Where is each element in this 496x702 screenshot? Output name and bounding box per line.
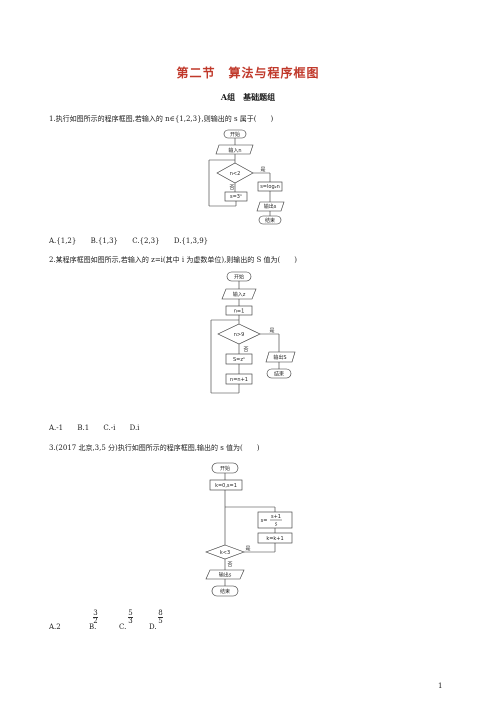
flow-output-label: 输出s xyxy=(219,572,232,579)
option-b: B.1 xyxy=(77,424,90,432)
flow-start-label: 开始 xyxy=(220,465,230,472)
flow-decision-label: n<2 xyxy=(230,171,241,177)
question-3-option-a: A.2 xyxy=(49,623,61,631)
question-3-option-d-fraction: 8 5 xyxy=(158,610,163,625)
flow-output-label: 输出s xyxy=(264,203,277,210)
flow-start-label: 开始 xyxy=(234,274,244,281)
fraction-denominator: 5 xyxy=(158,617,163,625)
flow-incr-label: k=k+1 xyxy=(266,536,283,542)
page-title: 第二节 算法与程序框图 xyxy=(176,66,320,80)
flow-input-label: 输入z xyxy=(233,291,246,298)
flow-init-label: n=1 xyxy=(234,309,245,315)
question-2-options: A.-1 B.1 C.-i D.i xyxy=(49,424,151,432)
option-d: D.{1,3,9} xyxy=(173,237,209,245)
flow-end xyxy=(258,215,282,225)
fraction-denominator: 3 xyxy=(128,617,133,625)
question-3-option-d: D. xyxy=(149,623,157,631)
page-number: 1 xyxy=(438,682,443,690)
flow-end xyxy=(211,585,239,597)
flow-no-label: 否 xyxy=(227,562,232,568)
section-subtitle: A组 基础题组 xyxy=(220,92,276,102)
question-3-option-c-fraction: 5 3 xyxy=(128,610,133,625)
option-c: C.-i xyxy=(103,424,116,432)
fraction-numerator: 3 xyxy=(93,609,98,617)
flow-output xyxy=(205,569,245,580)
flow-end-label: 结束 xyxy=(274,371,284,378)
option-b: B.{1,3} xyxy=(90,237,118,245)
flow-input-label: 输入n xyxy=(228,147,241,154)
flow-incr-label: n=n+1 xyxy=(230,377,248,383)
flowchart-q1: 开始 输入n n<2 是 否 s=log₂n s=3ⁿ 输出s 结束 xyxy=(208,129,285,225)
flow-output xyxy=(256,201,285,212)
option-a: A.{1,2} xyxy=(49,237,77,245)
flow-input xyxy=(221,288,257,300)
fraction-numerator: 8 xyxy=(158,609,163,617)
flow-start-label: 开始 xyxy=(230,131,240,138)
flow-assign-s-num: s+1 xyxy=(271,514,281,520)
flow-output-label: 输出S xyxy=(273,354,286,361)
flow-yes-label: 是 xyxy=(269,328,274,334)
question-3-option-c: C. xyxy=(119,623,127,631)
flow-end xyxy=(266,368,292,379)
flow-no-label: 否 xyxy=(243,347,248,353)
fraction-denominator: 2 xyxy=(93,617,98,625)
fraction-numerator: 5 xyxy=(128,609,133,617)
flow-yes-label: 是 xyxy=(260,167,265,173)
question-3-option-b: B. xyxy=(89,623,97,631)
flow-assign-s-den: s xyxy=(275,522,278,528)
option-a: A.-1 xyxy=(49,424,64,432)
option-c: C.{2,3} xyxy=(132,237,160,245)
flow-no-label: 否 xyxy=(229,185,234,191)
flow-decision-label: n>9 xyxy=(234,332,245,338)
flow-assign-no-label: s=3ⁿ xyxy=(230,194,242,200)
flow-assign-s-prefix: s= xyxy=(261,518,268,524)
question-2-text: 2.某程序框图如图所示,若输入的 z=i(其中 i 为虚数单位),则输出的 S … xyxy=(49,256,298,264)
flow-init xyxy=(209,479,243,491)
flow-input xyxy=(215,144,254,155)
flow-output xyxy=(265,351,296,363)
question-3-option-b-fraction: 3 2 xyxy=(93,610,98,625)
flowchart-q2: 开始 输入z n=1 n>9 是 否 S=zⁿ n=n+1 输出S 结束 xyxy=(210,271,296,394)
question-3-text: 3.(2017 北京,3,5 分)执行如图所示的程序框图,输出的 s 值为( ) xyxy=(49,444,260,452)
flow-yes-label: 是 xyxy=(245,546,250,552)
flow-init-label: k=0,s=1 xyxy=(215,483,237,489)
flowchart-q3: 开始 k=0,s=1 s= s+1 s k=k+1 是 k<3 否 输出s 结束 xyxy=(205,462,293,597)
flow-end-label: 结束 xyxy=(265,217,275,224)
option-d: D.i xyxy=(129,424,140,432)
flow-end-label: 结束 xyxy=(220,588,230,595)
flow-assign-yes-label: s=log₂n xyxy=(260,184,280,190)
question-1-text: 1.执行如图所示的程序框图,若输入的 n∈{1,2,3},则输出的 s 属于( … xyxy=(49,115,274,123)
flow-decision-label: k<3 xyxy=(220,550,230,556)
question-1-options: A.{1,2} B.{1,3} C.{2,3} D.{1,3,9} xyxy=(49,237,220,245)
flow-assign-label: S=zⁿ xyxy=(233,357,245,363)
